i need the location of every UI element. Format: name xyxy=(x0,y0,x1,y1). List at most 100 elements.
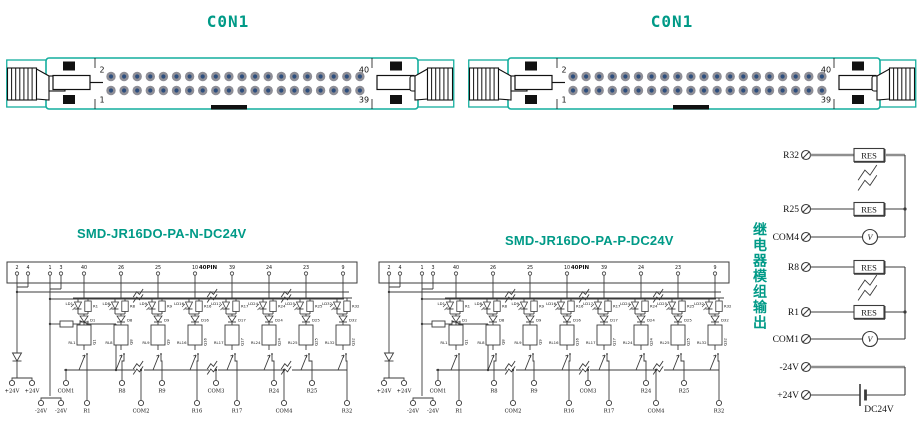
resistor-label: R32 xyxy=(352,304,360,309)
wire xyxy=(802,233,810,241)
pin-dot-core xyxy=(701,74,707,79)
terminal xyxy=(193,399,201,407)
resistor xyxy=(715,300,723,312)
terminal-label: COM2 xyxy=(133,409,150,415)
terminal xyxy=(137,399,145,407)
terminal-label: +24V xyxy=(397,389,412,395)
wire xyxy=(701,303,707,311)
pin-dot-core xyxy=(806,74,811,79)
pin-dot-core xyxy=(187,88,192,93)
input-pin-number: 1 xyxy=(420,265,423,271)
led-label: LD24 xyxy=(248,301,258,306)
wire xyxy=(854,203,886,217)
terminal-label: +24V xyxy=(377,389,392,395)
led xyxy=(332,301,342,310)
terminal-label: R1 xyxy=(83,409,90,415)
pin-dot-core xyxy=(226,88,231,93)
pin-dot-core xyxy=(623,88,628,93)
wire xyxy=(606,354,610,401)
led-label: LD32 xyxy=(322,301,332,306)
diode xyxy=(153,315,163,323)
pin-dot-core xyxy=(715,88,720,93)
junction-dot xyxy=(436,368,440,372)
junction-dot xyxy=(903,207,907,211)
wire xyxy=(16,275,29,288)
wire xyxy=(479,303,485,311)
terminal-label: -24V xyxy=(35,409,47,415)
pin-dot-core xyxy=(649,88,654,93)
terminal-label: R8 xyxy=(490,389,497,395)
pin-dot-core xyxy=(200,74,205,79)
resistor xyxy=(306,300,314,312)
resistor-label: R17 xyxy=(241,304,249,309)
terminal xyxy=(434,379,442,387)
wire xyxy=(280,294,292,303)
resistor xyxy=(343,300,351,312)
resistor xyxy=(158,300,166,312)
pin-dot-core xyxy=(688,88,693,93)
wire xyxy=(680,354,685,381)
resistor xyxy=(604,300,612,312)
pin-dot-core xyxy=(715,74,720,79)
pin-dot-core xyxy=(570,88,576,93)
relay-coil xyxy=(448,324,464,346)
terminal xyxy=(409,399,417,407)
terminal-label: R16 xyxy=(564,409,575,415)
diode xyxy=(673,315,683,323)
channel-pin-number: 9 xyxy=(713,265,716,271)
latch-notch xyxy=(852,61,864,71)
relay-label: RL25 xyxy=(288,340,298,345)
wire xyxy=(121,354,125,381)
terminal xyxy=(490,379,498,387)
diode-label: D25 xyxy=(312,318,320,323)
wire xyxy=(578,294,590,303)
wire xyxy=(854,149,886,163)
terminal-label: COM3 xyxy=(580,389,597,395)
wire xyxy=(709,354,717,371)
relay-label: RL9 xyxy=(514,340,522,345)
diode-label: D16 xyxy=(201,318,209,323)
led-label: LD1 xyxy=(438,301,446,306)
wire xyxy=(341,354,345,358)
resistor-label: R8 xyxy=(502,304,508,309)
connector1-title: C0N1 xyxy=(206,12,250,31)
pin-dot-core xyxy=(754,74,759,79)
relay-label: RL1 xyxy=(68,340,76,345)
relay-coil xyxy=(187,324,203,346)
wire xyxy=(802,363,810,371)
wire xyxy=(664,303,670,311)
wire xyxy=(857,274,878,291)
pin-dot-core xyxy=(174,88,179,93)
led xyxy=(667,301,677,310)
relay-output-side-label: 继电器模组输出 xyxy=(751,222,767,331)
wire xyxy=(639,354,643,358)
pin-dot-core xyxy=(597,88,602,93)
connector2-title: C0N1 xyxy=(650,12,694,31)
driver-label: Q17 xyxy=(240,338,245,346)
pin-dot-core xyxy=(279,74,284,79)
terminal xyxy=(530,379,538,387)
pin-dot-core xyxy=(357,74,362,79)
pin-dot-core xyxy=(780,88,785,93)
wire xyxy=(78,354,86,371)
latch-notch xyxy=(525,95,537,104)
channel-pin xyxy=(601,271,607,276)
led xyxy=(445,301,455,310)
input-pin-number: 4 xyxy=(26,265,29,271)
input-pin-number: 3 xyxy=(431,265,434,271)
relay-label: RL8 xyxy=(105,340,113,345)
wire xyxy=(345,354,348,401)
wire xyxy=(421,275,434,290)
resistor xyxy=(121,300,129,312)
wire xyxy=(271,354,275,381)
channel-pin-number: 23 xyxy=(675,265,681,271)
wire xyxy=(388,275,401,288)
wire xyxy=(598,354,606,371)
